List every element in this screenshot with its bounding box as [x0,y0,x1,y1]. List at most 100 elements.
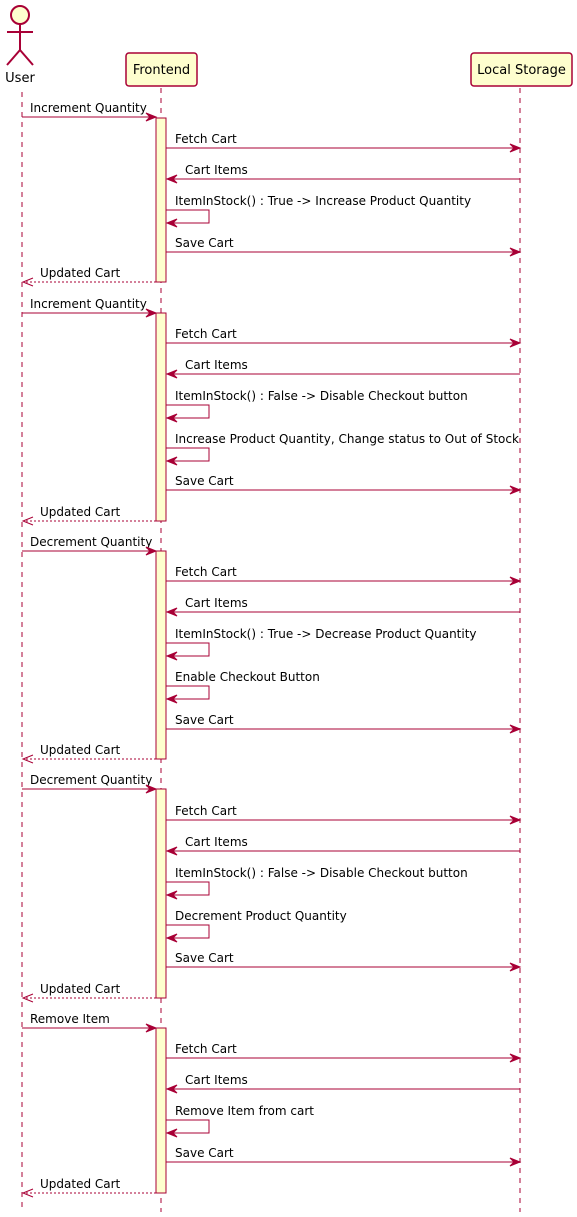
message-label: Decrement Product Quantity [175,909,347,923]
message-label: Save Cart [175,713,234,727]
message: ItemInStock() : True -> Decrease Product… [165,627,477,661]
participant-user-label: User [5,71,35,86]
actor-user: User [5,5,35,86]
actor-leg-right [19,49,34,66]
message-label: Updated Cart [40,1177,121,1191]
message-label: Cart Items [185,1073,248,1087]
message-label: Save Cart [175,951,234,965]
message: Updated Cart [23,266,156,283]
arrow-head [509,143,522,153]
arrow-head [145,112,158,122]
message-label: Enable Checkout Button [175,670,320,684]
arrow-head [509,338,522,348]
message: Decrement Quantity [22,773,156,790]
arrow-head [509,815,522,825]
participant-local-storage: Local Storage [470,52,573,87]
arrow-head [21,993,34,1003]
message: Enable Checkout Button [165,670,320,704]
participant-frontend-label: Frontend [133,63,190,78]
message-label: Cart Items [185,596,248,610]
message-label: Fetch Cart [175,1042,237,1056]
message: Updated Cart [23,505,156,522]
actor-head [10,5,30,25]
message: Fetch Cart [166,1042,520,1059]
activation-bar [155,550,167,760]
participant-local-storage-box [470,52,573,87]
message: Save Cart [166,236,520,253]
message: Remove Item [22,1012,156,1029]
message-label: Remove Item [30,1012,110,1026]
message: Save Cart [166,713,520,730]
arrow-head [165,890,178,900]
arrow-head [165,369,178,379]
message: ItemInStock() : False -> Disable Checkou… [165,389,468,423]
activation-bar [155,1027,167,1194]
arrow-head [165,846,178,856]
arrow-head [145,1023,158,1033]
arrow-head [165,933,178,943]
message-label: Updated Cart [40,266,121,280]
message: Fetch Cart [166,327,520,344]
message: Fetch Cart [166,132,520,149]
arrow-head [509,485,522,495]
participant-frontend: Frontend [125,52,198,87]
message-label: Save Cart [175,474,234,488]
message-label: Remove Item from cart [175,1104,314,1118]
message-label: Cart Items [185,835,248,849]
message: Updated Cart [23,982,156,999]
message: ItemInStock() : False -> Disable Checkou… [165,866,468,900]
message: Remove Item from cart [165,1104,314,1138]
arrow-head [509,1157,522,1167]
message-label: Increment Quantity [30,101,147,115]
arrow-head [165,1128,178,1138]
message: Save Cart [166,951,520,968]
participant-local-storage-label: Local Storage [477,63,566,78]
self-message-arrow [166,924,210,939]
arrow-head [21,277,34,287]
self-message-arrow [166,1119,210,1134]
message-label: Increase Product Quantity, Change status… [175,432,519,446]
message: Save Cart [166,1146,520,1163]
message-label: Decrement Quantity [30,773,152,787]
message: Save Cart [166,474,520,491]
message: Cart Items [167,835,520,852]
message: Cart Items [167,596,520,613]
message: Fetch Cart [166,565,520,582]
message: Cart Items [167,163,520,180]
self-message-arrow [166,447,210,462]
arrow-head [509,962,522,972]
message: Decrement Product Quantity [165,909,347,943]
arrow-head [165,694,178,704]
message-label: Fetch Cart [175,565,237,579]
self-message-arrow [166,642,210,657]
arrow-head [165,218,178,228]
message: Fetch Cart [166,804,520,821]
message-label: Fetch Cart [175,327,237,341]
arrow-head [509,724,522,734]
self-message-arrow [166,881,210,896]
arrow-head [509,576,522,586]
activation-bar [155,788,167,999]
arrow-head [145,308,158,318]
message-label: Updated Cart [40,505,121,519]
message-label: Updated Cart [40,743,121,757]
message-label: Cart Items [185,163,248,177]
message-label: Decrement Quantity [30,535,152,549]
self-message-arrow [166,209,210,224]
message-label: Save Cart [175,236,234,250]
arrow-head [165,174,178,184]
arrow-head [165,607,178,617]
arrow-head [145,784,158,794]
arrow-head [165,456,178,466]
message: Increment Quantity [22,101,156,118]
activation-bar [155,117,167,283]
message-label: ItemInStock() : True -> Decrease Product… [175,627,477,641]
message-label: ItemInStock() : False -> Disable Checkou… [175,389,468,403]
activation-bar [155,312,167,522]
message-label: Cart Items [185,358,248,372]
arrow-head [21,516,34,526]
participant-frontend-box [125,52,198,87]
message-label: Fetch Cart [175,132,237,146]
arrow-head [165,1084,178,1094]
